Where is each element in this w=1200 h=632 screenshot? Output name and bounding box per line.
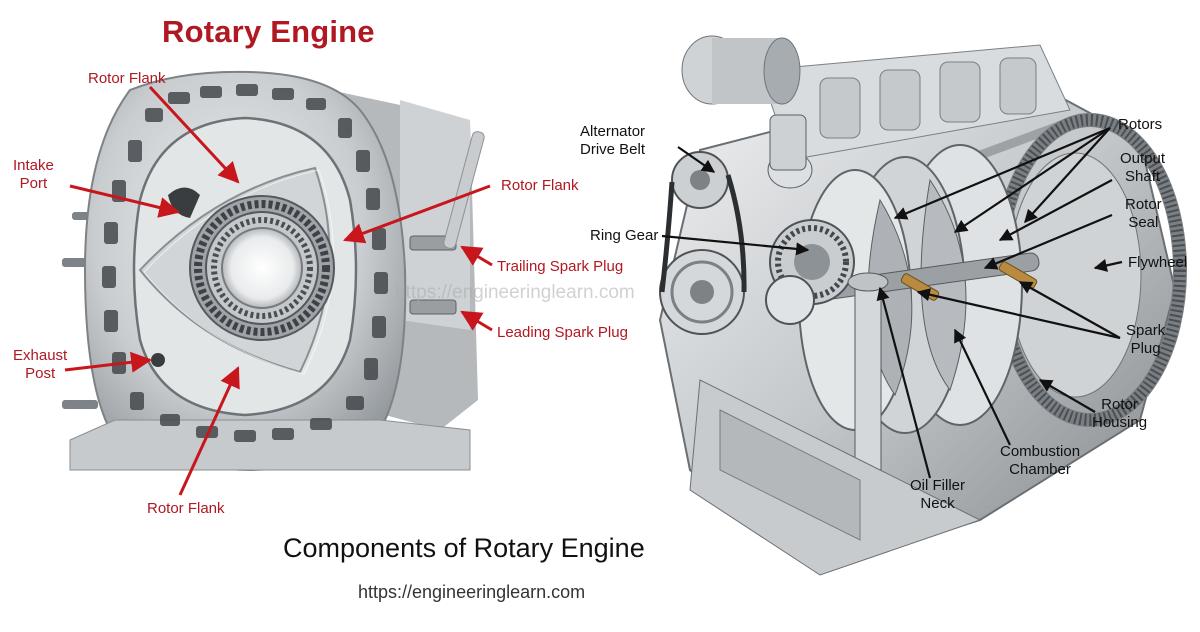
label-rotor-flank-top: Rotor Flank <box>88 70 166 87</box>
rotary-housing-cutaway <box>62 70 485 472</box>
label-rotors: Rotors <box>1118 116 1163 133</box>
label-trailing-spark-plug: Trailing Spark Plug <box>497 258 624 275</box>
line-ring-gear <box>661 234 810 256</box>
line-rotors-b <box>953 127 1111 233</box>
arrow-trailing-spark-plug <box>460 245 493 267</box>
line-rotors-c <box>1024 127 1111 223</box>
label-flywheel: Flywheel <box>1128 254 1188 271</box>
arrow-rotor-flank-right <box>343 184 491 244</box>
line-combustion-chamber <box>954 328 1011 446</box>
diagram-caption: Components of Rotary Engine <box>283 533 645 563</box>
label-combustion-chamber: Combustion Chamber <box>1000 443 1081 478</box>
label-oil-filler-neck: Oil Filler Neck <box>910 477 965 512</box>
arrow-rotor-flank-top <box>148 85 240 184</box>
arrow-leading-spark-plug <box>460 310 493 332</box>
right-leader-lines <box>661 126 1123 479</box>
rotary-engine-illustration <box>658 35 1187 576</box>
diagram-title: Rotary Engine <box>162 14 375 49</box>
label-rotor-flank-bottom: Rotor Flank <box>147 500 225 517</box>
label-rotor-flank-right: Rotor Flank <box>501 177 579 194</box>
line-oil-filler-neck <box>876 286 932 479</box>
arrow-intake-port <box>69 184 181 218</box>
line-flywheel <box>1093 258 1123 272</box>
line-rotor-seal <box>983 213 1113 270</box>
line-output-shaft <box>998 179 1113 241</box>
label-exhaust-post: Exhaust Post <box>13 347 68 382</box>
line-spark-plug-a <box>916 288 1121 340</box>
label-output-shaft: Output Shaft <box>1120 150 1166 185</box>
watermark-text: https://engineeringlearn.com <box>395 282 635 303</box>
label-intake-port: Intake Port <box>13 157 54 192</box>
label-alternator-drive-belt: Alternator Drive Belt <box>580 123 646 158</box>
arrow-rotor-flank-bottom <box>178 366 240 496</box>
label-rotor-seal: Rotor Seal <box>1125 196 1162 231</box>
label-ring-gear: Ring Gear <box>590 227 659 244</box>
line-spark-plug-b <box>1018 281 1121 339</box>
line-alternator-drive-belt <box>677 146 716 173</box>
line-rotors-a <box>893 126 1111 220</box>
label-rotor-housing: Rotor Housing <box>1092 396 1148 431</box>
label-spark-plug: Spark Plug <box>1126 322 1166 357</box>
source-url: https://engineeringlearn.com <box>358 582 586 602</box>
left-leader-arrows <box>64 85 493 496</box>
line-rotor-housing <box>1038 379 1096 413</box>
arrow-exhaust-post <box>64 351 153 373</box>
label-leading-spark-plug: Leading Spark Plug <box>497 324 628 341</box>
